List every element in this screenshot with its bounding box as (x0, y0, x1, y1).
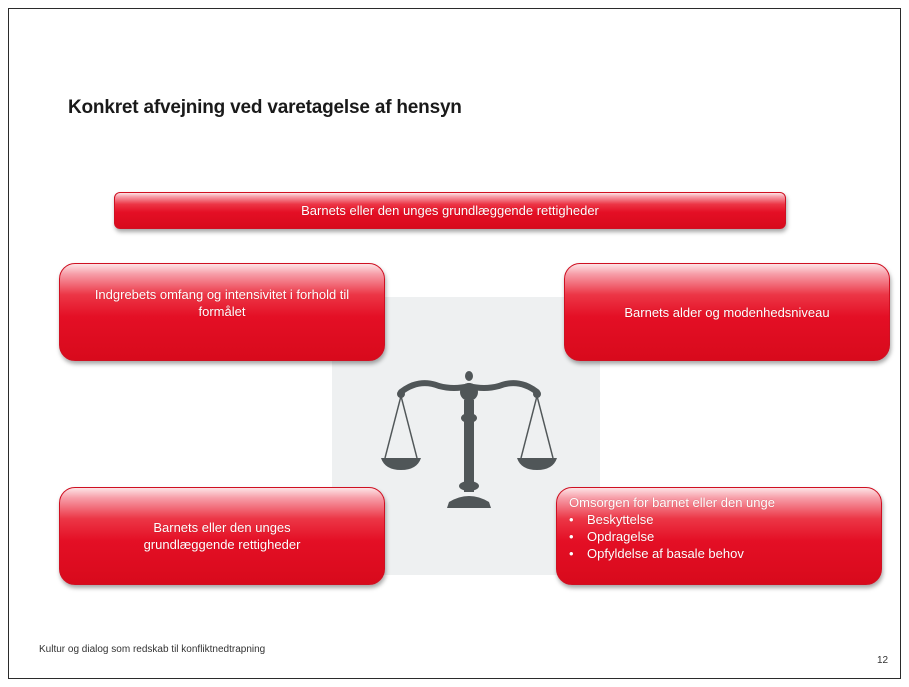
box-care-heading: Omsorgen for barnet eller den unge (569, 495, 775, 510)
box-fundamental-rights: Barnets eller den unges grundlæggende re… (59, 487, 385, 585)
page-number: 12 (877, 655, 889, 666)
list-item: Opfyldelse af basale behov (569, 545, 881, 562)
box-age-maturity: Barnets alder og modenhedsniveau (564, 263, 890, 361)
rights-bar: Barnets eller den unges grundlæggende re… (114, 192, 786, 229)
list-item: Beskyttelse (569, 511, 881, 528)
box-care-list: Beskyttelse Opdragelse Opfyldelse af bas… (569, 511, 881, 562)
slide-title: Konkret afvejning ved varetagelse af hen… (68, 97, 462, 118)
list-item: Opdragelse (569, 528, 881, 545)
box-intervention-scope-label: Indgrebets omfang og intensivitet i forh… (94, 287, 350, 319)
box-intervention-scope: Indgrebets omfang og intensivitet i forh… (59, 263, 385, 361)
slide: Konkret afvejning ved varetagelse af hen… (8, 8, 901, 679)
footer-text: Kultur og dialog som redskab til konflik… (39, 644, 266, 655)
box-care: Omsorgen for barnet eller den unge Besky… (556, 487, 882, 585)
box-age-maturity-label: Barnets alder og modenhedsniveau (624, 304, 830, 320)
scales-of-justice-icon (381, 371, 557, 508)
rights-bar-label: Barnets eller den unges grundlæggende re… (301, 203, 599, 218)
box-fundamental-rights-label: Barnets eller den unges grundlæggende re… (143, 520, 301, 552)
